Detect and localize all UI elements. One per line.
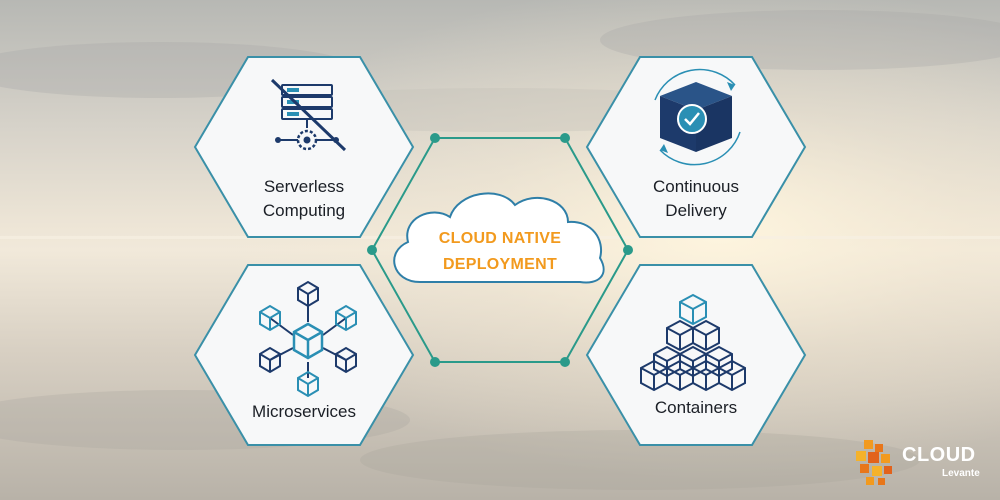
center-title: CLOUD NATIVE DEPLOYMENT — [410, 226, 590, 278]
connector-dot — [623, 245, 633, 255]
connector-dot — [430, 133, 440, 143]
connector-dot — [367, 245, 377, 255]
orange-cubes-logo-icon — [856, 440, 892, 485]
connector-dot — [560, 357, 570, 367]
logo-wordmark: CLOUD — [902, 444, 976, 466]
serverless-label-line1: Serverless — [263, 177, 345, 196]
connector-dot — [430, 357, 440, 367]
microservices-label-line1: Microservices — [252, 402, 356, 421]
continuous-delivery-label-line1: Continuous — [652, 177, 739, 196]
serverless-label-line2: Computing — [262, 201, 346, 220]
cloud-shape — [393, 192, 605, 284]
stacked-boxes-icon — [640, 293, 746, 392]
continuous-delivery-label: Continuous Delivery — [616, 175, 776, 223]
center-title-line1: CLOUD NATIVE — [438, 230, 562, 247]
logo-subtitle: Levante — [942, 468, 980, 479]
hex-containers — [585, 264, 807, 446]
microservices-label: Microservices — [224, 400, 384, 424]
center-title-line2: DEPLOYMENT — [442, 256, 558, 273]
serverless-label: Serverless Computing — [224, 175, 384, 223]
continuous-delivery-label-line2: Delivery — [665, 201, 727, 220]
server-rack-gear-crossed-icon — [270, 78, 347, 152]
cube-check-cycle-icon — [654, 68, 741, 166]
containers-label-line1: Containers — [654, 398, 738, 417]
connected-cubes-icon — [259, 280, 357, 398]
brand-logo: CLOUD Levante — [852, 438, 992, 490]
containers-label: Containers — [616, 396, 776, 420]
connector-dot — [560, 133, 570, 143]
